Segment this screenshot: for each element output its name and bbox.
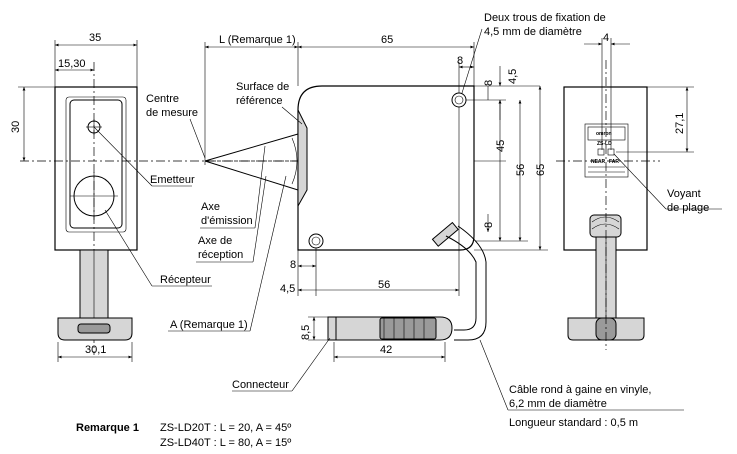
back-view: omron ZS-LD NEAR FAR: [556, 60, 660, 350]
front-lens-frame: [69, 99, 123, 229]
cable-label-line1: Câble rond à gaine en vinyle,: [509, 384, 651, 396]
product-label: [584, 123, 629, 178]
receiver-label: Récepteur: [160, 274, 211, 286]
reference-surface: [297, 109, 308, 208]
dim-back-offset: 4: [603, 32, 609, 44]
side-labels: Centre de mesure Surface de référence De…: [146, 12, 684, 429]
centre-label-line1: Centre: [146, 93, 179, 105]
range-led-near: [597, 148, 605, 156]
dim-hole-edge-bottom: 4,5: [280, 283, 295, 295]
dim-hole-offset-top: 8: [457, 55, 463, 67]
emission-axis: [204, 133, 299, 162]
dim-front-offset: 15,30: [58, 58, 86, 70]
dim-hole-vert-top: 8: [483, 80, 495, 86]
dim-l-note: L (Remarque 1): [219, 34, 296, 46]
dim-height-56: 56: [515, 164, 527, 176]
dim-plug-height: 8,5: [300, 325, 312, 340]
dim-height-45: 45: [495, 140, 507, 152]
dim-height-65: 65: [535, 164, 547, 176]
a-note-label: A (Remarque 1): [170, 319, 248, 331]
front-leaders: Emetteur Récepteur: [93, 126, 212, 287]
note-title: Remarque 1: [76, 422, 139, 434]
side-housing: [297, 85, 475, 251]
range-indicator-label-line1: Voyant: [667, 188, 701, 200]
connector-pins: [77, 323, 111, 334]
dim-back-height: 27,1: [674, 113, 686, 134]
reception-axis-label-line1: Axe de: [198, 235, 232, 247]
label-led-far: FAR: [609, 159, 619, 165]
dim-plug-length: 42: [380, 344, 392, 356]
reception-axis-label-line2: réception: [198, 249, 243, 261]
front-housing: [54, 86, 138, 251]
emission-axis-label-line2: d'émission: [201, 215, 253, 227]
side-dimensions: L (Remarque 1) 65 8 4,5 8 45 56 65 8 8: [204, 34, 548, 362]
note-line1: ZS-LD20T : L = 20, A = 45º: [160, 422, 291, 434]
side-plug-tip: [327, 316, 337, 341]
side-cable: [445, 235, 477, 331]
side-view: [204, 85, 487, 341]
dim-connector-width: 30,1: [85, 344, 106, 356]
dim-hole-edge: 4,5: [507, 69, 519, 84]
emitter-label: Emetteur: [150, 174, 195, 186]
dim-front-width: 35: [89, 32, 101, 44]
front-view: [20, 62, 360, 355]
label-brand: omron: [596, 131, 612, 137]
back-cable-gland: [589, 214, 622, 238]
cable-label-line2: 6,2 mm de diamètre: [509, 398, 607, 410]
label-led-near: NEAR: [591, 159, 606, 165]
range-indicator-label-line2: de plage: [667, 202, 709, 214]
holes-label-line1: Deux trous de fixation de: [484, 12, 606, 24]
dim-front-height: 30: [10, 121, 22, 133]
note-block: Remarque 1 ZS-LD20T : L = 20, A = 45º ZS…: [76, 422, 291, 449]
standard-length-label: Longueur standard : 0,5 m: [509, 417, 638, 429]
surface-label-line1: Surface de: [236, 81, 289, 93]
centre-label-line2: de mesure: [146, 107, 198, 119]
emission-axis-label-line1: Axe: [201, 201, 220, 213]
dim-hole-vert-bottom: 8: [483, 222, 495, 228]
dim-hole-horiz-bottom: 8: [290, 259, 296, 271]
dim-hole-spacing: 56: [378, 279, 390, 291]
holes-label-line2: 4,5 mm de diamètre: [484, 26, 582, 38]
connector-label: Connecteur: [232, 379, 289, 391]
back-dimensions: 4 27,1 Voyant de plage: [584, 32, 722, 214]
label-model: ZS-LD: [597, 141, 612, 147]
front-window: [65, 96, 127, 233]
side-cable-gland: [431, 221, 459, 247]
surface-label-line2: référence: [236, 95, 282, 107]
front-dimensions: 35 15,30 30 30,1: [10, 32, 138, 362]
note-line2: ZS-LD40T : L = 80, A = 15º: [160, 437, 291, 449]
side-plug-grip: [379, 317, 437, 340]
reception-axis: [204, 160, 299, 191]
dim-side-length: 65: [381, 34, 393, 46]
